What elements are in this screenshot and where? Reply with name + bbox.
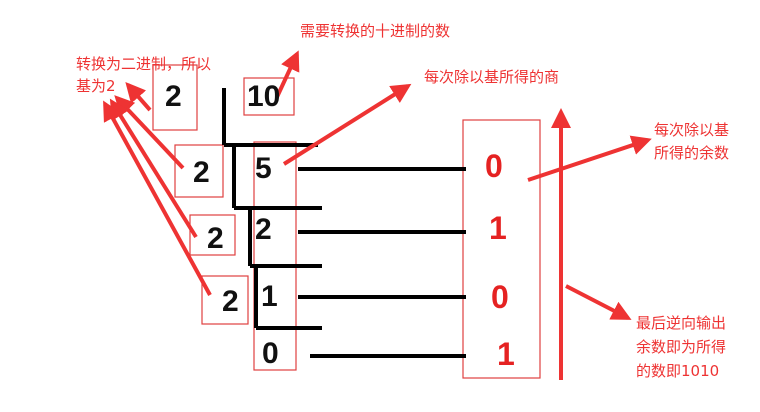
- divisor-box-3: [189, 214, 236, 256]
- arrow-result-note: [565, 284, 632, 320]
- remainder-3: 0: [491, 279, 509, 315]
- remainder-1: 0: [485, 148, 503, 184]
- arrow-quotient-note: [282, 83, 412, 166]
- divisor-4: 2: [222, 285, 239, 318]
- divisor-3: 2: [207, 222, 224, 255]
- divisor-2: 2: [193, 156, 210, 189]
- arrow-remainder-note: [527, 135, 652, 182]
- base-note-line2: 基为2: [76, 77, 116, 95]
- decimal-box: [243, 77, 295, 116]
- quotient-1: 5: [255, 152, 272, 185]
- remainder-connectors: [298, 167, 466, 358]
- result-note-line1: 最后逆向输出: [636, 314, 727, 332]
- quotient-4: 0: [262, 337, 279, 370]
- divisor-box-4: [201, 275, 249, 325]
- arrow-base-3: [109, 98, 198, 239]
- decimal-value: 10: [247, 80, 281, 113]
- outline-boxes: [152, 64, 541, 379]
- result-note-line2: 余数即为所得: [636, 338, 727, 356]
- divisor-1: 2: [165, 80, 182, 113]
- remainder-note-line2: 所得的余数: [654, 144, 730, 162]
- divisor-box-2: [174, 144, 224, 198]
- remainder-2: 1: [489, 210, 507, 246]
- base-note-line1: 转换为二进制，所以: [76, 55, 212, 73]
- arrow-base-1: [125, 81, 152, 112]
- remainder-4: 1: [497, 336, 515, 372]
- annotation-arrows: [103, 50, 652, 380]
- divisor-box-1: [152, 64, 198, 131]
- arrow-to-decimal-note: [275, 50, 300, 98]
- quotient-2: 2: [255, 213, 272, 246]
- arrow-base-4: [103, 100, 212, 296]
- division-bars: [222, 88, 322, 330]
- remainder-note-line1: 每次除以基: [654, 121, 730, 139]
- remainder-column-box: [462, 119, 541, 379]
- quotient-column-box: [253, 141, 297, 371]
- result-note-line3: 的数即1010: [636, 362, 720, 380]
- quotient-note: 每次除以基所得的商: [424, 68, 560, 86]
- decimal-input-note: 需要转换的十进制的数: [300, 22, 451, 40]
- quotient-3: 1: [261, 280, 278, 313]
